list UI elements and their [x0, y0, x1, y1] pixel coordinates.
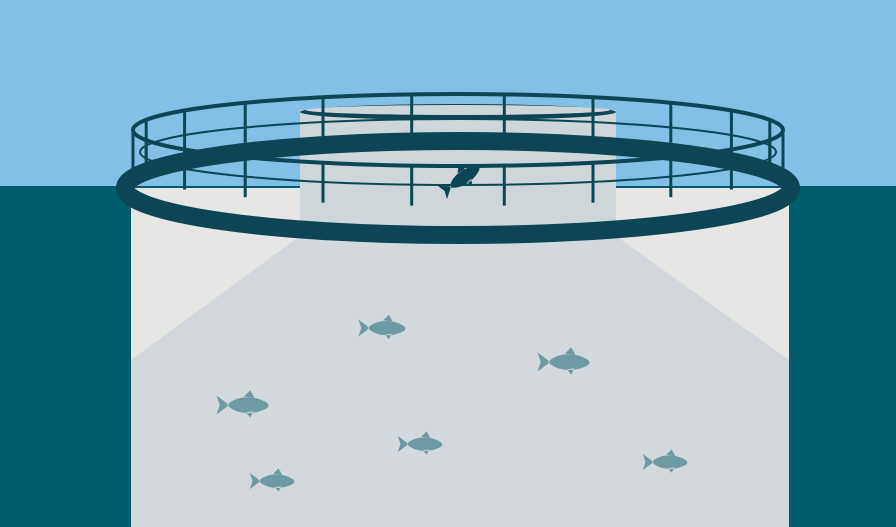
fish-icon: [397, 431, 443, 455]
fish-icon: [249, 468, 295, 492]
net-pen: [131, 104, 789, 527]
jumping-fish-icon: [437, 165, 480, 200]
fish-icon: [216, 390, 269, 418]
fish-icon: [358, 314, 406, 340]
fish-icon: [537, 347, 590, 375]
fish-layer: [216, 165, 688, 492]
fish-icon: [642, 449, 688, 473]
floating-ring: [116, 132, 800, 244]
inner-cone: [131, 236, 789, 527]
inner-column-top-inner: [306, 105, 610, 115]
railing-posts: [131, 94, 785, 206]
